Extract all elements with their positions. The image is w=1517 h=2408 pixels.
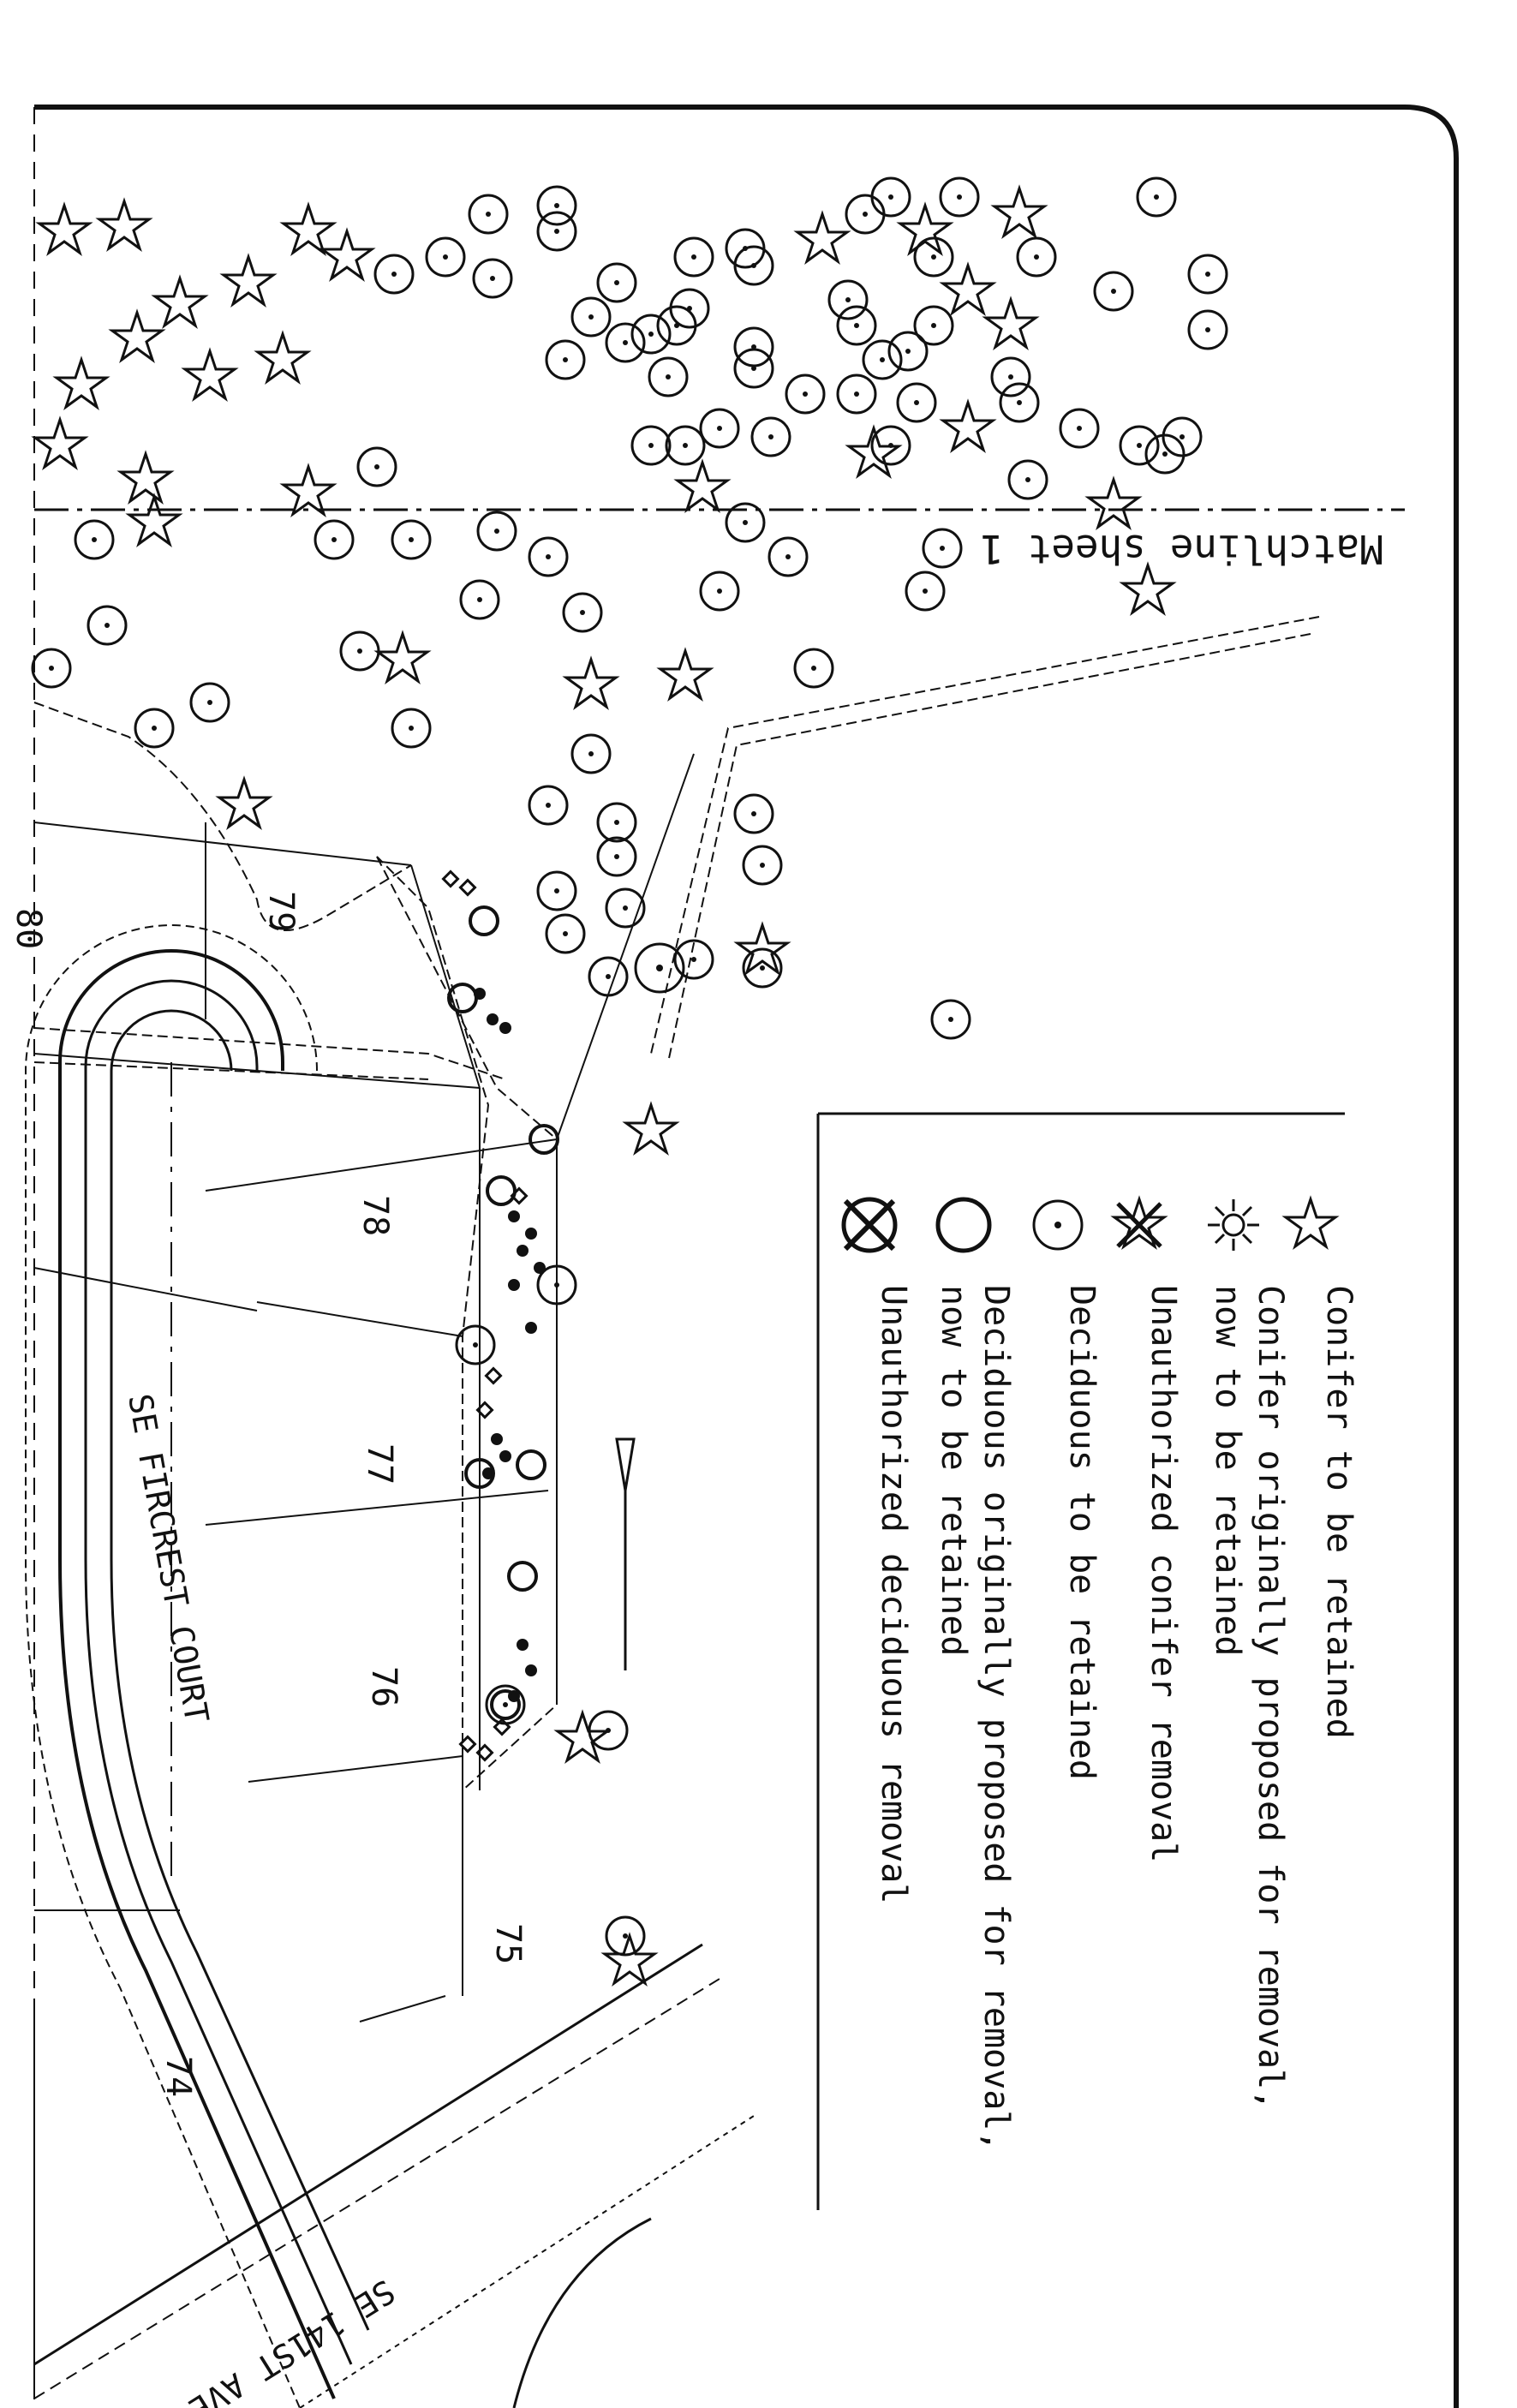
lot-76: 76 <box>364 1666 403 1707</box>
matchline-label-group: Matchline sheet 1 <box>980 526 1383 572</box>
lot-75: 75 <box>488 1923 528 1964</box>
street-label-court: SE FIRCREST COURT <box>121 1391 216 1726</box>
conifer-orig-proposed-icon <box>1208 1199 1259 1251</box>
conifer-unauth-removal-icon <box>1113 1198 1166 1248</box>
sheet-border <box>34 105 1459 2408</box>
legend-label-conifer-orig-proposed-2: now to be retained <box>1208 1285 1247 1656</box>
legend-label-deciduous-orig-proposed-2: now to be retained <box>934 1285 973 1656</box>
legend-label-conifer-unauth-removal: Unauthorized conifer removal <box>1144 1285 1183 1862</box>
legend-label-deciduous-unauth-removal: Unauthorized deciduous removal <box>874 1285 913 1903</box>
buffer-planting <box>376 856 559 1793</box>
lot-lines <box>33 753 695 2399</box>
lot-74: 74 <box>158 2056 198 2097</box>
deciduous-orig-proposed-icon <box>935 1197 992 1253</box>
legend-label-conifer-retained: Conifer to be retained <box>1319 1285 1359 1739</box>
cul-de-sac-road <box>25 924 370 2408</box>
deciduous-unauth-removal-icon <box>841 1197 898 1253</box>
deciduous-retained-icon <box>1032 1199 1084 1251</box>
north-arrow-icon <box>615 1437 636 1670</box>
legend-label-conifer-orig-proposed-1: Conifer originally proposed for removal, <box>1251 1285 1290 2110</box>
legend: Conifer to be retained Conifer originall… <box>816 1112 1359 2210</box>
matchline-label: Matchline sheet 1 <box>980 526 1383 572</box>
lot-numbers: 80 79 78 77 76 75 74 <box>9 891 528 2097</box>
lot-79: 79 <box>261 891 301 932</box>
conifer-retained-icon <box>1284 1198 1337 1248</box>
lot-77: 77 <box>360 1443 399 1485</box>
lot-80: 80 <box>9 908 48 949</box>
access-road <box>33 616 1320 1080</box>
avenue-road <box>33 1943 755 2408</box>
legend-label-deciduous-retained: Deciduous to be retained <box>1062 1285 1102 1780</box>
lot-78: 78 <box>355 1195 395 1236</box>
legend-label-deciduous-orig-proposed-1: Deciduous originally proposed for remova… <box>976 1285 1016 2151</box>
